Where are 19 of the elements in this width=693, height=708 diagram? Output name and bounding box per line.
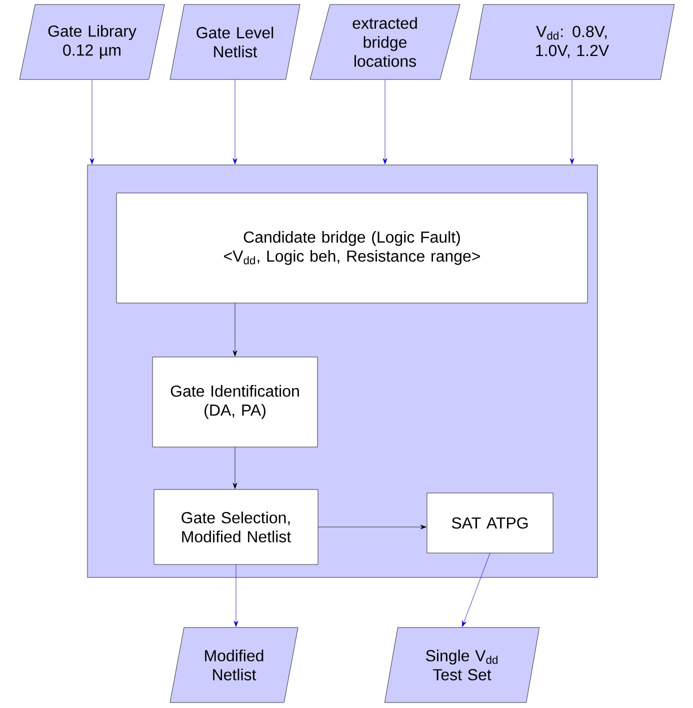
data-parallelogram: V$_{dd}$: 0.8V, 1.0V, 1.2V	[470, 4, 674, 80]
data-parallelogram: Gate Library 0.12 µm	[19, 4, 165, 80]
arrow	[382, 80, 388, 164]
arrow	[234, 564, 238, 627]
process-box: Gate Identification (DA, PA)	[152, 356, 318, 448]
arrow	[318, 524, 426, 530]
data-parallelogram: Gate Level Netlist	[170, 4, 300, 80]
arrow	[570, 80, 574, 164]
arrow	[232, 80, 238, 164]
data-parallelogram: extracted bridge locations	[310, 4, 460, 80]
arrow	[232, 303, 238, 356]
process-box: SAT ATPG	[426, 492, 554, 554]
data-parallelogram: Single V$_{dd}$ Test Set	[384, 627, 540, 703]
arrow	[90, 80, 94, 164]
arrow	[232, 447, 238, 489]
data-parallelogram: Modified Netlist	[170, 627, 298, 703]
arrow	[462, 553, 490, 627]
process-box: Gate Selection, Modified Netlist	[154, 489, 318, 565]
process-box: Candidate bridge (Logic Fault) <V$_{dd}$, Logic beh, Resistance range>	[116, 192, 588, 304]
